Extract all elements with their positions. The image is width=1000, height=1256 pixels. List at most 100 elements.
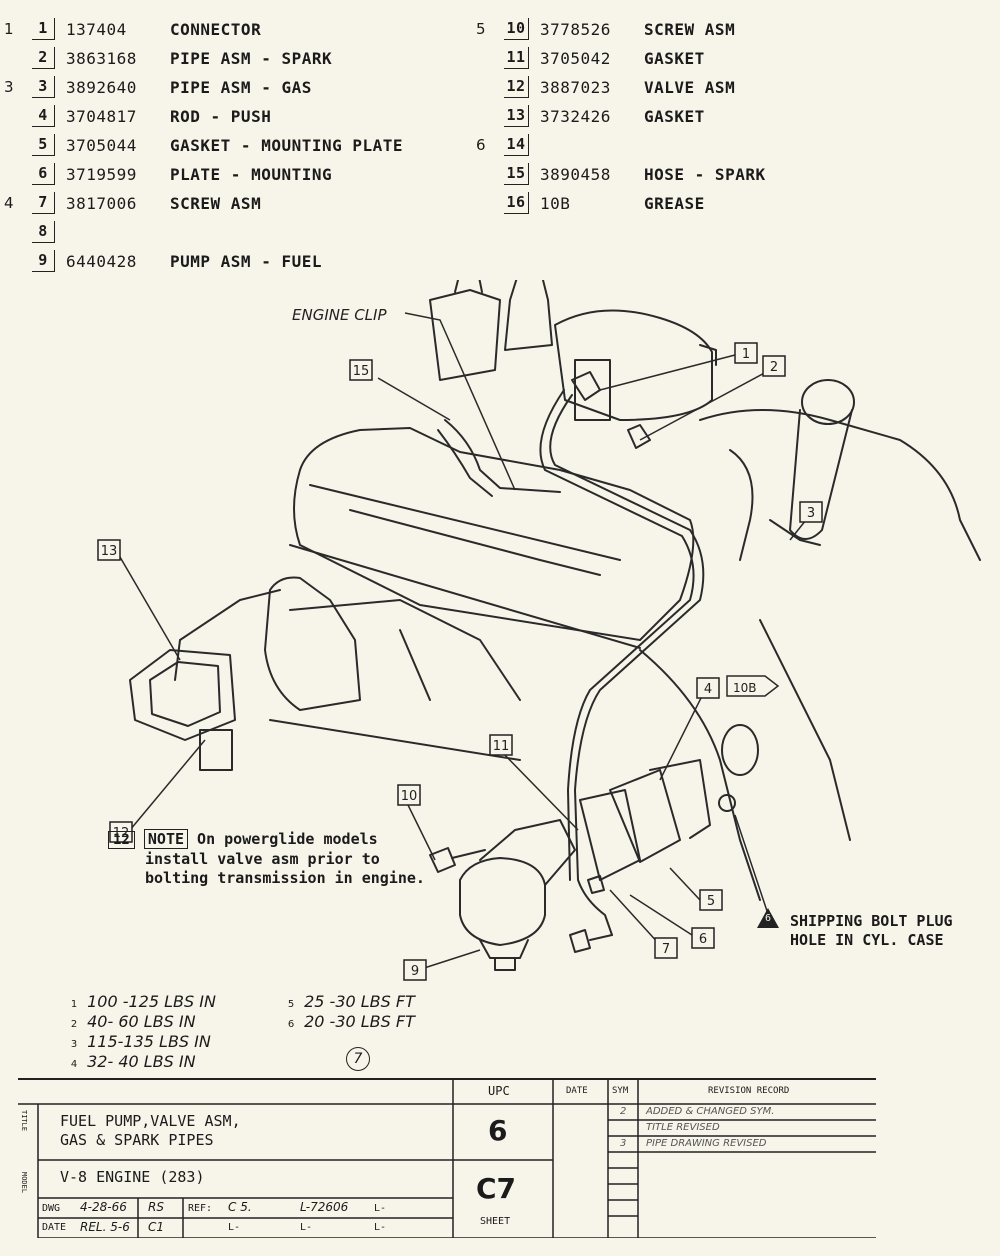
part-description: GREASE bbox=[644, 194, 705, 213]
item-number: 15 bbox=[504, 163, 529, 185]
model-text: V-8 ENGINE (283) bbox=[60, 1168, 205, 1186]
torque-spec-5: 25 -30 LBS FT bbox=[304, 992, 415, 1011]
date-label-2: DATE bbox=[42, 1222, 67, 1233]
callout-label-13: 13 bbox=[101, 544, 118, 559]
callout-label-2: 2 bbox=[770, 360, 778, 375]
callout-label-12: 12 bbox=[113, 826, 130, 841]
revision-text-1: ADDED & CHANGED SYM. bbox=[646, 1106, 775, 1117]
title-line-1: FUEL PUMP,VALVE ASM, bbox=[60, 1112, 241, 1130]
torque-mark-6: 6 bbox=[287, 1019, 295, 1030]
dwg-date: 4-28-66 bbox=[80, 1200, 127, 1214]
part-description: GASKET - MOUNTING PLATE bbox=[170, 136, 404, 155]
callout-box-6 bbox=[691, 927, 715, 949]
part-number: 137404 bbox=[66, 20, 127, 39]
item-number: 5 bbox=[32, 134, 55, 156]
callout-label-10: 10 bbox=[401, 789, 418, 804]
valve-cover bbox=[293, 427, 695, 641]
torque-spec-4: 32- 40 LBS IN bbox=[87, 1052, 196, 1071]
item-number: 7 bbox=[32, 192, 55, 214]
ref-label: REF: bbox=[188, 1203, 213, 1214]
carburetor-outline bbox=[554, 309, 713, 421]
distributor-outline bbox=[504, 280, 553, 351]
revision-text-2: TITLE REVISED bbox=[646, 1122, 720, 1133]
revision-sym-3: 3 bbox=[620, 1138, 627, 1149]
upc-label: UPC bbox=[488, 1084, 510, 1098]
torque-spec-2: 40- 60 LBS IN bbox=[87, 1012, 196, 1031]
part-number: 3863168 bbox=[66, 49, 137, 68]
callout-label-7: 7 bbox=[662, 942, 670, 957]
title-block: UPC DATE SYM REVISION RECORD TITLE MODEL… bbox=[18, 1078, 876, 1238]
part-number: 3887023 bbox=[540, 78, 611, 97]
item-number: 11 bbox=[504, 47, 529, 69]
sheet-code: C7 bbox=[476, 1172, 517, 1205]
shipping-line-1: SHIPPING BOLT PLUG bbox=[790, 912, 953, 930]
revision-sym-1: 2 bbox=[620, 1106, 627, 1117]
dwg-label: DWG bbox=[42, 1203, 61, 1214]
shipping-tag: 6 bbox=[764, 913, 772, 924]
torque-mark-5: 5 bbox=[287, 999, 295, 1010]
callout-box-7 bbox=[654, 937, 678, 959]
upc-value: 6 bbox=[488, 1114, 508, 1147]
gas-pipe bbox=[549, 394, 705, 936]
part-number: 3704817 bbox=[66, 107, 137, 126]
note-tag: NOTE bbox=[143, 829, 189, 849]
mounting-gasket bbox=[609, 769, 681, 863]
callout-label-9: 9 bbox=[411, 964, 419, 979]
item-number: 1 bbox=[32, 18, 55, 40]
torque-ref: 1 bbox=[4, 20, 15, 38]
powerglide-note: 12 NOTE On powerglide models install val… bbox=[108, 829, 425, 888]
item-number: 14 bbox=[504, 134, 529, 156]
exhaust-manifold bbox=[264, 576, 361, 711]
part-description: GASKET bbox=[644, 107, 705, 126]
sym-label: SYM bbox=[612, 1086, 629, 1096]
l-mark-1: L- bbox=[374, 1203, 387, 1214]
torque-specs-left: 1 100 -125 LBS IN 2 40- 60 LBS IN 3 115-… bbox=[66, 993, 216, 1073]
part-description: SCREW ASM bbox=[644, 20, 736, 39]
part-description: PUMP ASM - FUEL bbox=[170, 252, 322, 271]
shipping-tag-triangle bbox=[757, 908, 779, 928]
part-description: HOSE - SPARK bbox=[644, 165, 766, 184]
dwg-init: RS bbox=[148, 1200, 164, 1214]
callout-label-6: 6 bbox=[699, 932, 707, 947]
callout-box-1 bbox=[734, 342, 758, 364]
callout-label-4: 4 bbox=[704, 682, 712, 697]
l-mark-4: L- bbox=[374, 1222, 387, 1233]
torque-ref: 6 bbox=[476, 136, 487, 154]
revision-text-3: PIPE DRAWING REVISED bbox=[646, 1138, 767, 1149]
part-description: CONNECTOR bbox=[170, 20, 262, 39]
callout-label-15: 15 bbox=[353, 364, 370, 379]
torque-spec-6: 20 -30 LBS FT bbox=[304, 1012, 415, 1031]
engine-clip-label: ENGINE CLIP bbox=[292, 306, 387, 324]
note-line-1: On powerglide models bbox=[197, 830, 378, 848]
item-number: 10 bbox=[504, 18, 529, 40]
torque-mark-4: 4 bbox=[70, 1059, 78, 1070]
torque-ref: 5 bbox=[476, 20, 487, 38]
grease-tag-label: 10B bbox=[733, 681, 757, 695]
torque-spec-3: 115-135 LBS IN bbox=[87, 1032, 211, 1051]
part-number: 3817006 bbox=[66, 194, 137, 213]
note-line-2: install valve asm prior to bbox=[145, 850, 380, 868]
part-number: 3890458 bbox=[540, 165, 611, 184]
part-number: 6440428 bbox=[66, 252, 137, 271]
callout-label-5: 5 bbox=[707, 894, 715, 909]
circle-mark: 7 bbox=[346, 1047, 370, 1071]
torque-ref: 4 bbox=[4, 194, 15, 212]
grease-tag bbox=[726, 675, 780, 697]
callout-box-5 bbox=[699, 889, 723, 911]
part-number: 3892640 bbox=[66, 78, 137, 97]
part-description: PIPE ASM - SPARK bbox=[170, 49, 333, 68]
part-description: PLATE - MOUNTING bbox=[170, 165, 333, 184]
part-description: GASKET bbox=[644, 49, 705, 68]
part-number: 3719599 bbox=[66, 165, 137, 184]
torque-mark-2: 2 bbox=[70, 1019, 78, 1030]
callout-box-3 bbox=[799, 501, 823, 523]
part-description: PIPE ASM - GAS bbox=[170, 78, 312, 97]
part-number: 3705042 bbox=[540, 49, 611, 68]
torque-specs-right: 5 25 -30 LBS FT 6 20 -30 LBS FT bbox=[283, 993, 415, 1033]
torque-spec-1: 100 -125 LBS IN bbox=[87, 992, 216, 1011]
item-number: 13 bbox=[504, 105, 529, 127]
item-number: 3 bbox=[32, 76, 55, 98]
callout-label-11: 11 bbox=[493, 739, 510, 754]
date-value: REL. 5-6 bbox=[80, 1220, 130, 1234]
